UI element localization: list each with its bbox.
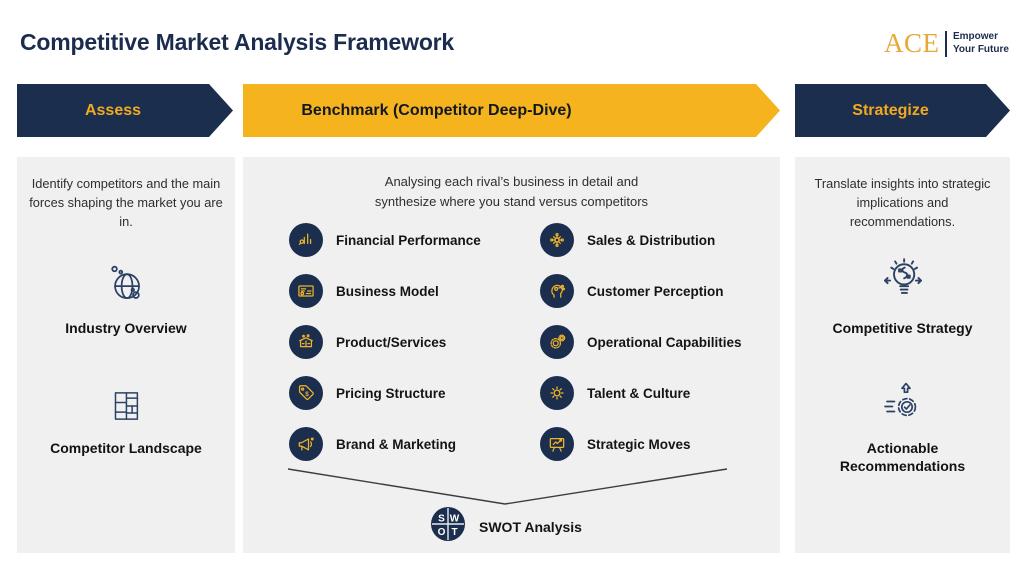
product-box-icon xyxy=(289,325,323,359)
strategize-panel: Translate insights into strategic implic… xyxy=(795,157,1010,553)
strategy-board-icon xyxy=(540,427,574,461)
benchmark-description-line1: Analysing each rival’s business in detai… xyxy=(384,174,639,189)
swot-analysis-label: SWOT Analysis xyxy=(479,518,582,535)
globe-icon xyxy=(101,257,151,312)
strategize-description: Translate insights into strategic implic… xyxy=(814,176,991,230)
distribution-network-icon xyxy=(540,223,574,257)
actionable-recommendations-label: Actionable Recommendations xyxy=(839,440,966,475)
business-model-icon xyxy=(289,274,323,308)
benchmark-panel: Analysing each rival’s business in detai… xyxy=(243,157,780,553)
benchmark-item-talent-culture: Talent & Culture xyxy=(540,376,690,410)
page-title: Competitive Market Analysis Framework xyxy=(20,29,455,55)
gear-check-icon xyxy=(879,379,927,432)
brand-logo: ACE Empower Your Future xyxy=(884,30,1009,57)
lightbulb-icon xyxy=(876,253,930,312)
benchmark-item-customer-perception: Customer Perception xyxy=(540,274,724,308)
swot-analysis-item: S W O T SWOT Analysis xyxy=(429,505,582,548)
industry-overview-label: Industry Overview xyxy=(65,320,187,336)
logo-tagline: Empower Your Future xyxy=(953,31,1009,56)
grid-icon xyxy=(105,385,147,432)
benchmark-item-financial-performance: Financial Performance xyxy=(289,223,481,257)
competitor-landscape-label: Competitor Landscape xyxy=(50,440,202,456)
svg-text:$: $ xyxy=(305,391,309,398)
benchmark-item-brand-marketing: Brand & Marketing xyxy=(289,427,456,461)
benchmark-description-line2: synthesize where you stand versus compet… xyxy=(374,194,649,210)
logo-tagline-line2: Your Future xyxy=(953,43,1009,55)
benchmark-item-product-services: Product/Services xyxy=(289,325,446,359)
actionable-recommendations-item: Actionable Recommendations xyxy=(795,379,1010,475)
industry-overview-item: Industry Overview xyxy=(17,257,235,337)
logo-tagline-line1: Empower xyxy=(953,31,999,42)
megaphone-icon xyxy=(289,427,323,461)
benchmark-item-pricing-structure: $ Pricing Structure xyxy=(289,376,446,410)
svg-text:S: S xyxy=(438,514,445,525)
assess-description: Identify competitors and the main forces… xyxy=(29,176,223,230)
competitive-strategy-item: Competitive Strategy xyxy=(795,253,1010,337)
stage-arrow-assess: Assess xyxy=(17,84,233,137)
stage-arrow-benchmark: Benchmark (Competitor Deep-Dive) xyxy=(243,84,780,137)
competitor-landscape-item: Competitor Landscape xyxy=(17,385,235,457)
price-tag-icon: $ xyxy=(289,376,323,410)
bar-chart-icon xyxy=(289,223,323,257)
benchmark-item-sales-distribution: Sales & Distribution xyxy=(540,223,715,257)
benchmark-item-strategic-moves: Strategic Moves xyxy=(540,427,691,461)
customer-head-icon xyxy=(540,274,574,308)
brand-logo-text: ACE xyxy=(884,28,940,58)
benchmark-item-operational-capabilities: Operational Capabilities xyxy=(540,325,742,359)
gears-icon xyxy=(540,325,574,359)
competitive-strategy-label: Competitive Strategy xyxy=(832,320,973,336)
svg-text:W: W xyxy=(450,514,460,525)
benchmark-description: Analysing each rival’s business in detai… xyxy=(243,172,780,212)
benchmark-item-business-model: Business Model xyxy=(289,274,439,308)
svg-text:O: O xyxy=(438,527,446,538)
stage-arrow-strategize: Strategize xyxy=(795,84,1010,137)
logo-divider xyxy=(944,30,947,57)
assess-panel: Identify competitors and the main forces… xyxy=(17,157,235,553)
talent-sun-icon xyxy=(540,376,574,410)
svg-text:T: T xyxy=(451,527,457,538)
swot-icon: S W O T xyxy=(429,505,467,548)
